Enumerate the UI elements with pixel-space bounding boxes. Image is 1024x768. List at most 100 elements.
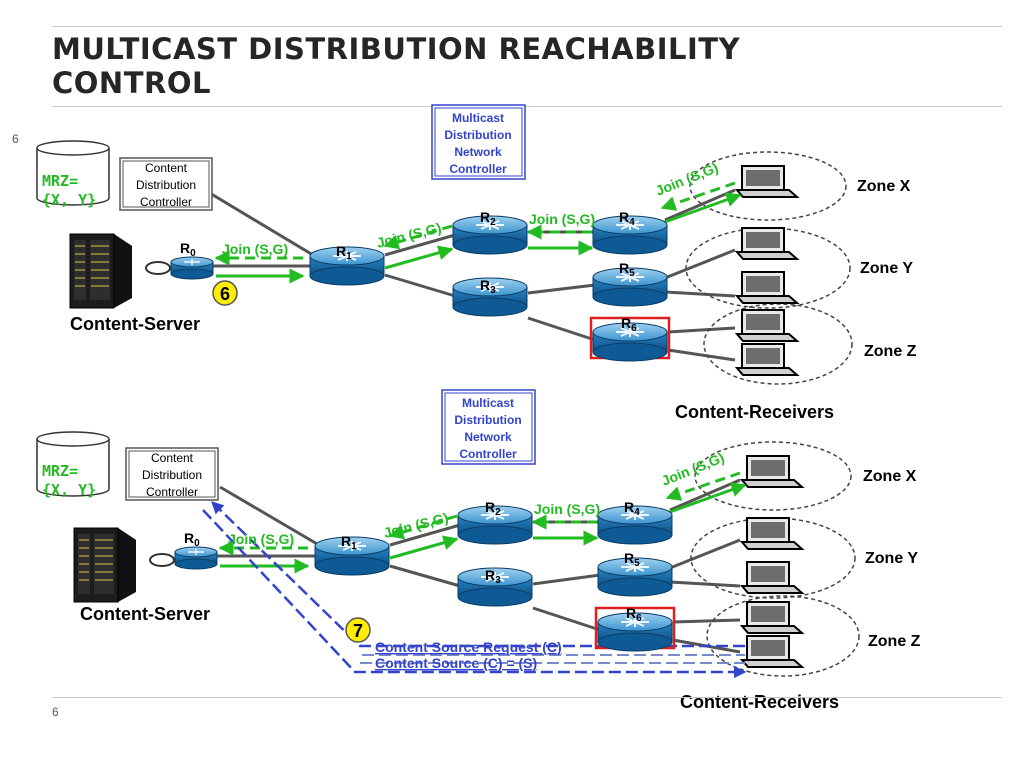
- step-badge: [345, 617, 371, 643]
- router-r4-label: R4: [624, 499, 640, 518]
- content-receivers-label: Content-Receivers: [675, 402, 834, 422]
- link-r1-r3: [384, 273, 456, 298]
- router-r6-label: R6: [626, 605, 642, 624]
- router-r2-label: R2: [480, 209, 496, 228]
- laptop-icon: [741, 455, 803, 488]
- title-rule: [52, 106, 1002, 107]
- multicast-controller-line: Distribution: [444, 128, 511, 142]
- multicast-controller-line: Distribution: [454, 413, 521, 427]
- join-arrows: [214, 181, 742, 284]
- router-r6-label: R6: [621, 315, 637, 334]
- multicast-controller-box: [431, 104, 526, 180]
- step-number: 6: [220, 284, 230, 304]
- laptop-icon: [736, 309, 798, 342]
- join-label: Join (S,G): [375, 219, 443, 251]
- mrz-line: MRZ=: [42, 172, 78, 190]
- laptop-icon: [741, 561, 803, 594]
- content-controller-line: Distribution: [142, 468, 202, 482]
- content-controller-box: [125, 447, 219, 501]
- zone-x-ellipse: [689, 151, 847, 221]
- link-r4-laptop: [664, 188, 736, 222]
- data-arrow: [666, 482, 747, 515]
- laptop-icon: [741, 601, 803, 634]
- mrz-line: {X, Y}: [42, 481, 96, 499]
- zone-y-label: Zone Y: [860, 260, 913, 277]
- laptop-icon: [736, 271, 798, 304]
- panel-top: R0 R1 R2 R3 R4 R5 R6 Join (S,G) Join (S,…: [36, 104, 917, 422]
- link-r6-laptop-a: [667, 326, 736, 334]
- multicast-controller-line: Network: [464, 430, 512, 444]
- link-r6-laptop-a: [672, 618, 741, 624]
- content-server-label: Content-Server: [70, 314, 200, 334]
- content-receivers-label: Content-Receivers: [680, 692, 839, 712]
- link-ccontroller-r1: [207, 190, 319, 260]
- zone-z-label: Zone Z: [868, 633, 921, 650]
- content-source-request-label: Content Source Request (C): [375, 639, 562, 655]
- zone-z-label: Zone Z: [864, 343, 917, 360]
- multicast-controller-box: [441, 389, 536, 465]
- laptop-icon: [736, 227, 798, 260]
- router-r4-label: R4: [619, 209, 635, 228]
- slide-title-line-1: MULTICAST DISTRIBUTION REACHABILITY: [52, 32, 741, 66]
- laptop-icon: [736, 343, 798, 376]
- join-label: Join (S,G): [222, 241, 288, 257]
- router-r0-icon: [174, 546, 218, 570]
- router-r3-label: R3: [480, 277, 496, 296]
- request-path-shadow: [360, 654, 745, 664]
- slide-title: MULTICAST DISTRIBUTION REACHABILITY CONT…: [52, 32, 952, 100]
- zone-x-label: Zone X: [857, 178, 911, 195]
- laptop-icon: [741, 517, 803, 550]
- content-controller-line: Distribution: [136, 178, 196, 192]
- data-arrow: [384, 245, 454, 270]
- router-r1-label: R1: [336, 243, 352, 262]
- laptop-icon: [736, 165, 798, 198]
- panel-bottom: R0 R1 R2 R3 R4 R5 R6 Join (S,G) Join (S,…: [36, 389, 921, 712]
- link-ccontroller-r1: [219, 485, 325, 550]
- footer-rule: [52, 697, 1002, 698]
- server-link-loop: [149, 553, 175, 567]
- link-r5-laptop-a: [664, 248, 736, 280]
- step-number: 7: [353, 621, 363, 641]
- link-r3-r5: [527, 283, 596, 295]
- content-server-label: Content-Server: [80, 604, 210, 624]
- join-arrow-dashed: [660, 181, 736, 211]
- join-label: Join (S,G): [228, 531, 294, 547]
- server-icon: [73, 527, 137, 603]
- link-r1-r2: [389, 523, 461, 547]
- link-r3-r6: [527, 316, 596, 342]
- join-arrows: [218, 471, 747, 574]
- router-r0-label: R0: [184, 530, 200, 549]
- server-icon: [69, 233, 133, 309]
- zone-y-label: Zone Y: [865, 550, 918, 567]
- mrz-line: {X, Y}: [42, 191, 96, 209]
- content-controller-line: Content: [151, 451, 194, 465]
- link-r6-laptop-b: [667, 348, 736, 362]
- join-arrow-dashed: [665, 471, 741, 501]
- router-r0-icon: [170, 256, 214, 280]
- mrz-line: MRZ=: [42, 462, 78, 480]
- slide-title-line-2: CONTROL: [52, 66, 211, 100]
- join-label: Join (S,G): [534, 501, 600, 517]
- multicast-controller-line: Controller: [449, 162, 507, 176]
- join-label: Join (S,G): [659, 449, 726, 489]
- zone-z-ellipse: [703, 303, 853, 385]
- content-controller-line: Controller: [140, 195, 192, 209]
- zone-z-ellipse: [706, 595, 860, 677]
- multicast-controller-line: Controller: [459, 447, 517, 461]
- router-r5-label: R5: [619, 260, 635, 279]
- content-controller-line: Content: [145, 161, 188, 175]
- router-r0-label: R0: [180, 240, 196, 259]
- step-badge: [212, 280, 238, 306]
- router-r2-label: R2: [485, 499, 501, 518]
- laptop-icon: [741, 635, 803, 668]
- server-link-loop: [145, 261, 171, 275]
- content-controller-box: [119, 157, 213, 211]
- link-r3-r5: [532, 573, 601, 586]
- router-r3-label: R3: [485, 567, 501, 586]
- link-r1-r2: [384, 233, 456, 257]
- link-r1-r3: [389, 564, 461, 588]
- router-r1-label: R1: [341, 533, 357, 552]
- multicast-controller-line: Multicast: [462, 396, 514, 410]
- page-number-bottom: 6: [52, 705, 59, 719]
- multicast-controller-line: Network: [454, 145, 502, 159]
